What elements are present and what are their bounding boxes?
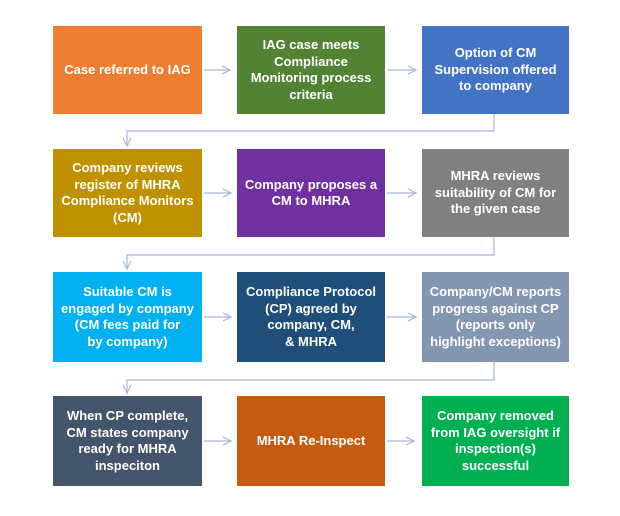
flow-box-company-removed-oversight: Company removed from IAG oversight if in…: [422, 396, 569, 486]
flow-box-company-proposes-cm: Company proposes a CM to MHRA: [237, 149, 385, 237]
flow-box-case-referred-iag: Case referred to IAG: [53, 26, 202, 114]
flow-box-mhra-reviews-suitability: MHRA reviews suitability of CM for the g…: [422, 149, 569, 237]
flow-box-iag-case-meets-criteria: IAG case meets Compliance Monitoring pro…: [237, 26, 385, 114]
arrow-elbow-row3-row4: [122, 362, 495, 395]
flow-box-option-cm-supervision: Option of CM Supervision offered to comp…: [422, 26, 569, 114]
flow-box-company-reviews-register: Company reviews register of MHRA Complia…: [53, 149, 202, 237]
flow-box-suitable-cm-engaged: Suitable CM is engaged by company (CM fe…: [53, 272, 202, 362]
arrow-elbow-row2-row3: [122, 237, 495, 271]
flow-box-mhra-re-inspect: MHRA Re-Inspect: [237, 396, 385, 486]
flow-box-company-cm-reports: Company/CM reports progress against CP (…: [422, 272, 569, 362]
flow-box-cp-complete-ready: When CP complete, CM states company read…: [53, 396, 202, 486]
flow-box-compliance-protocol-agreed: Compliance Protocol (CP) agreed by compa…: [237, 272, 385, 362]
arrow-elbow-row1-row2: [122, 114, 495, 148]
